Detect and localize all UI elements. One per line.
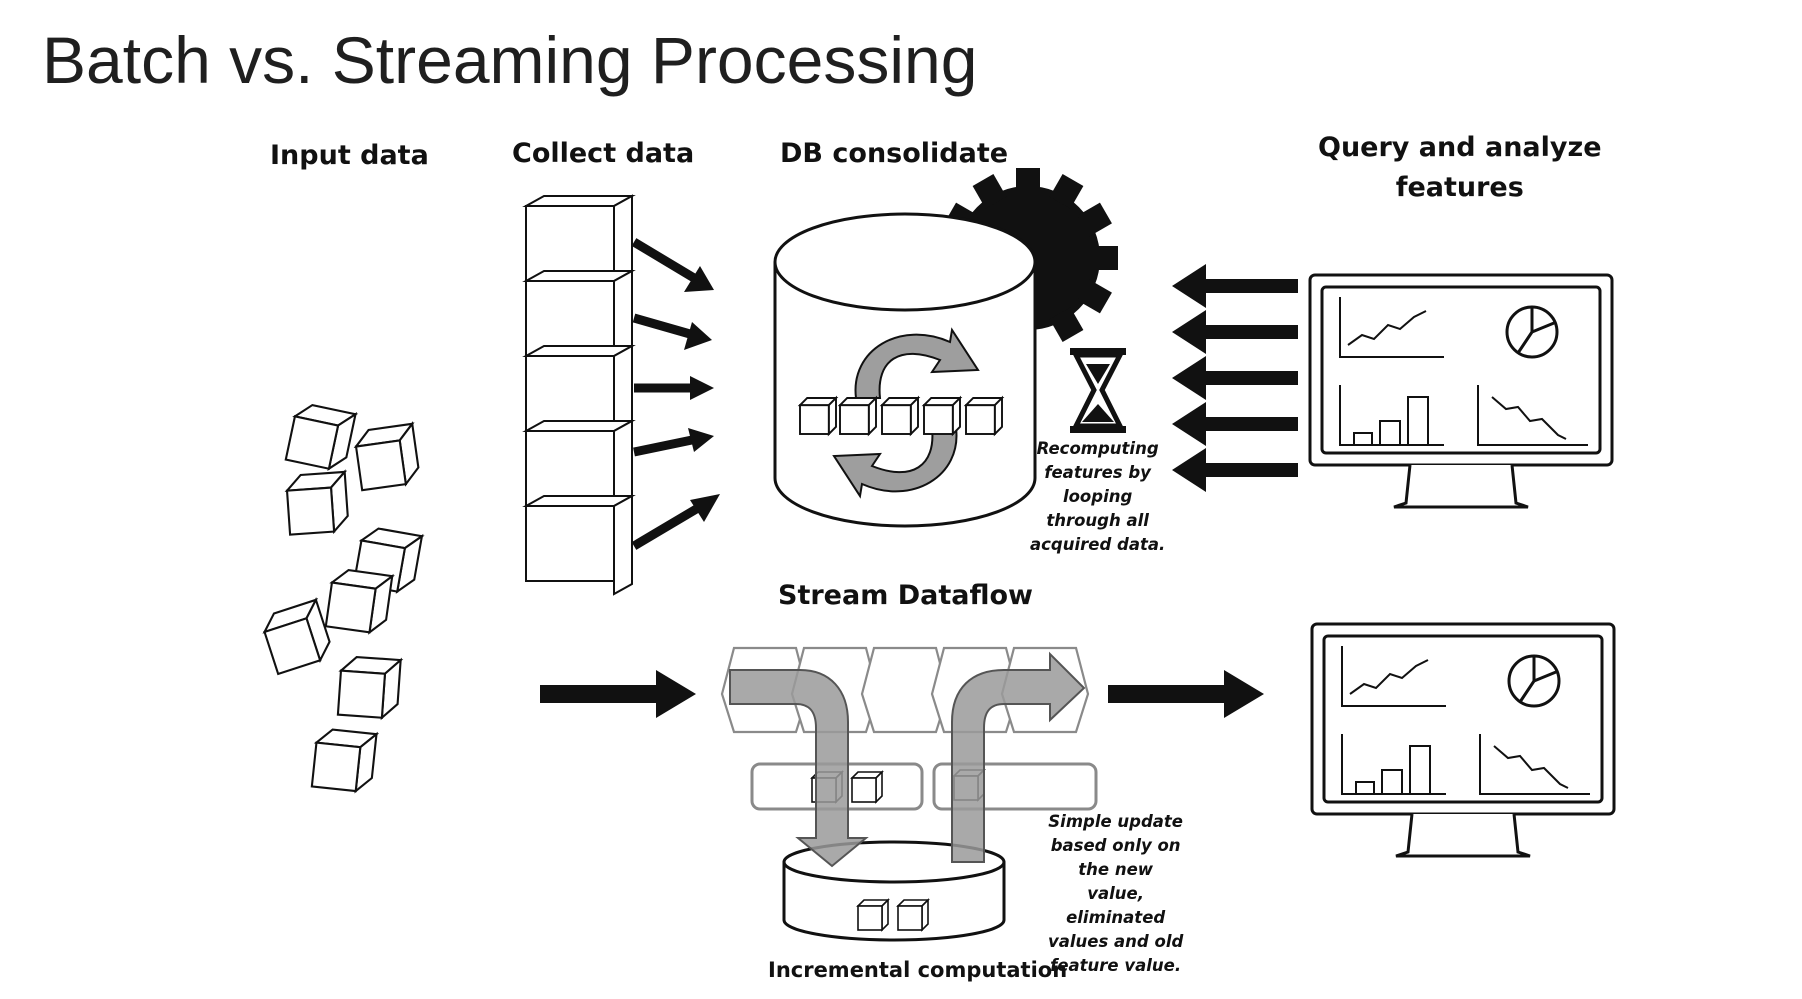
arrow-icon	[1172, 356, 1298, 400]
note-line: feature value.	[1050, 956, 1182, 975]
pie-chart-icon	[1507, 654, 1561, 708]
cube-icon	[522, 419, 636, 521]
query-analyze-line-2: features	[1395, 172, 1524, 203]
note-line: looping	[1062, 487, 1133, 506]
cube-icon	[284, 400, 357, 473]
note-line: Recomputing	[1036, 439, 1159, 458]
arrow-icon	[1108, 670, 1264, 718]
arrow-icon	[632, 313, 712, 350]
arrow-icon	[1172, 402, 1298, 446]
cube-icon	[284, 470, 350, 536]
note-line: features by	[1044, 463, 1151, 482]
db-cubes	[799, 397, 1003, 435]
arrow-icon	[634, 376, 714, 400]
arrow-icon	[631, 238, 714, 292]
bar-chart-icon	[1341, 734, 1446, 795]
cube-icon	[258, 598, 336, 675]
monitor-icon	[1308, 273, 1614, 509]
simple-update-note: Simple update based only on the new valu…	[1048, 810, 1183, 978]
note-line: Simple update	[1048, 812, 1183, 831]
recomputing-note: Recomputing features by looping through …	[1030, 437, 1165, 557]
input-cubes	[258, 400, 423, 794]
cube-icon	[897, 899, 929, 931]
note-line: based only on	[1050, 836, 1181, 855]
stream-dataflow-label: Stream Dataflow	[778, 580, 1033, 611]
arrow-icon	[1172, 310, 1298, 354]
line-chart-icon	[1479, 734, 1590, 795]
cube-icon	[522, 194, 636, 296]
cube-icon	[522, 269, 636, 371]
hourglass-icon	[1070, 348, 1126, 433]
bar-chart-icon	[1339, 385, 1444, 446]
buffer-box-right	[932, 762, 1098, 811]
note-line: the new	[1078, 860, 1154, 879]
stream-up-arrow	[951, 651, 1086, 863]
cube-icon	[324, 566, 394, 636]
cube-icon	[857, 899, 889, 931]
note-line: through all	[1046, 511, 1149, 530]
input-data-label: Input data	[270, 140, 429, 171]
incremental-computation-label: Incremental computation	[768, 958, 1068, 982]
cube-icon	[352, 422, 422, 492]
cube-icon	[923, 397, 961, 435]
cube-icon	[310, 726, 378, 794]
line-chart-icon	[1477, 385, 1588, 446]
cube-icon	[851, 771, 883, 803]
cube-icon	[336, 654, 402, 720]
db-consolidate-label: DB consolidate	[780, 138, 1009, 169]
arrow-icon	[540, 670, 696, 718]
collect-data-label: Collect data	[512, 138, 695, 169]
database-icon	[782, 840, 1006, 942]
stream-down-arrow	[729, 669, 869, 868]
pie-chart-icon	[1505, 305, 1559, 359]
slide-title: Batch vs. Streaming Processing	[42, 23, 978, 97]
cube-icon	[522, 494, 636, 596]
collect-to-db-arrows	[631, 238, 720, 550]
arrow-icon	[631, 494, 720, 550]
arrow-icon	[1172, 448, 1298, 492]
note-line: acquired data.	[1030, 535, 1166, 554]
cube-icon	[839, 397, 877, 435]
query-analyze-line-1: Query and analyze	[1318, 132, 1602, 163]
arrow-icon	[1172, 264, 1298, 308]
note-line: value,	[1087, 884, 1145, 903]
cube-icon	[965, 397, 1003, 435]
cube-icon	[799, 397, 837, 435]
arrow-icon	[633, 428, 714, 457]
line-chart-icon	[1341, 646, 1446, 707]
note-line: eliminated	[1066, 908, 1166, 927]
cycle-arrows-icon	[832, 327, 980, 499]
line-chart-icon	[1339, 297, 1444, 358]
collect-data-stack	[522, 194, 636, 596]
cube-icon	[881, 397, 919, 435]
query-arrows	[1172, 264, 1298, 492]
query-analyze-label: Query and analyze features	[1318, 128, 1602, 208]
monitor-icon	[1310, 622, 1616, 858]
note-line: values and old	[1048, 932, 1184, 951]
